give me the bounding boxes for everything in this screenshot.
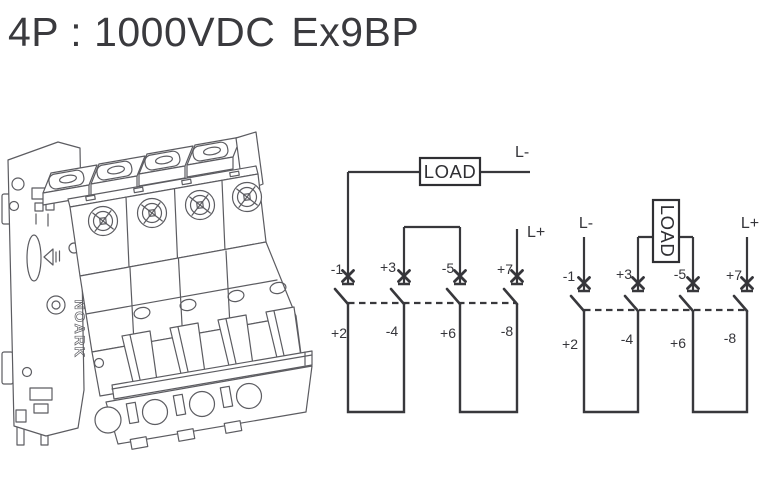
breaker-tie-bar <box>111 350 313 400</box>
terminal-label: +6 <box>440 325 456 341</box>
screw-head <box>87 205 119 237</box>
terminal-label: +3 <box>616 266 632 282</box>
line-negative-label: L- <box>579 215 593 232</box>
line-positive-label: L+ <box>527 224 545 241</box>
din-clip-arrow-icon <box>43 248 54 266</box>
load-box <box>418 156 482 187</box>
terminal-label: -4 <box>621 331 634 347</box>
terminal-label: +7 <box>497 261 513 277</box>
terminal-label: -5 <box>442 260 455 276</box>
line-positive-label: L+ <box>741 215 759 232</box>
line-negative-label: L- <box>515 144 529 161</box>
terminal-label: +7 <box>726 267 742 283</box>
breaker-bottom-terminals <box>94 365 313 450</box>
wiring-diagrams: LOAD L- L+ -1 +3 -5 +7 +2 -4 +6 -8 <box>331 144 759 414</box>
wiring-diagram-2: L- L+ LOAD -1 +3 -5 +7 +2 -4 +6 -8 <box>562 198 759 414</box>
terminal-label: +3 <box>380 259 396 275</box>
screw-head <box>231 181 263 213</box>
terminal-label: +2 <box>331 325 347 341</box>
breaker-terminal-blocks <box>42 131 264 206</box>
terminal-label: +6 <box>670 335 686 351</box>
page-title: 4P : 1000VDC Ex9BP <box>8 9 420 55</box>
load-label: LOAD <box>424 161 476 182</box>
screw-head <box>184 189 216 221</box>
title-product-spec: 4P : 1000VDC <box>8 9 276 55</box>
load-label: LOAD <box>657 205 678 257</box>
breaker-side-plate: NOARK <box>1 141 88 446</box>
title-series-name: Ex9BP <box>291 9 420 55</box>
terminal-label: -8 <box>724 330 737 346</box>
terminal-label: +2 <box>562 336 578 352</box>
terminal-label: -1 <box>331 261 344 277</box>
screw-head <box>136 197 168 229</box>
terminal-label: -8 <box>501 323 514 339</box>
noark-brand-text: NOARK <box>72 300 88 359</box>
load-box <box>651 198 681 264</box>
terminal-label: -5 <box>674 266 687 282</box>
wiring-diagram-1: LOAD L- L+ -1 +3 -5 +7 +2 -4 +6 -8 <box>331 144 545 414</box>
breaker-illustration: NOARK <box>1 131 313 450</box>
terminal-label: -4 <box>386 323 399 339</box>
terminal-label: -1 <box>563 268 576 284</box>
